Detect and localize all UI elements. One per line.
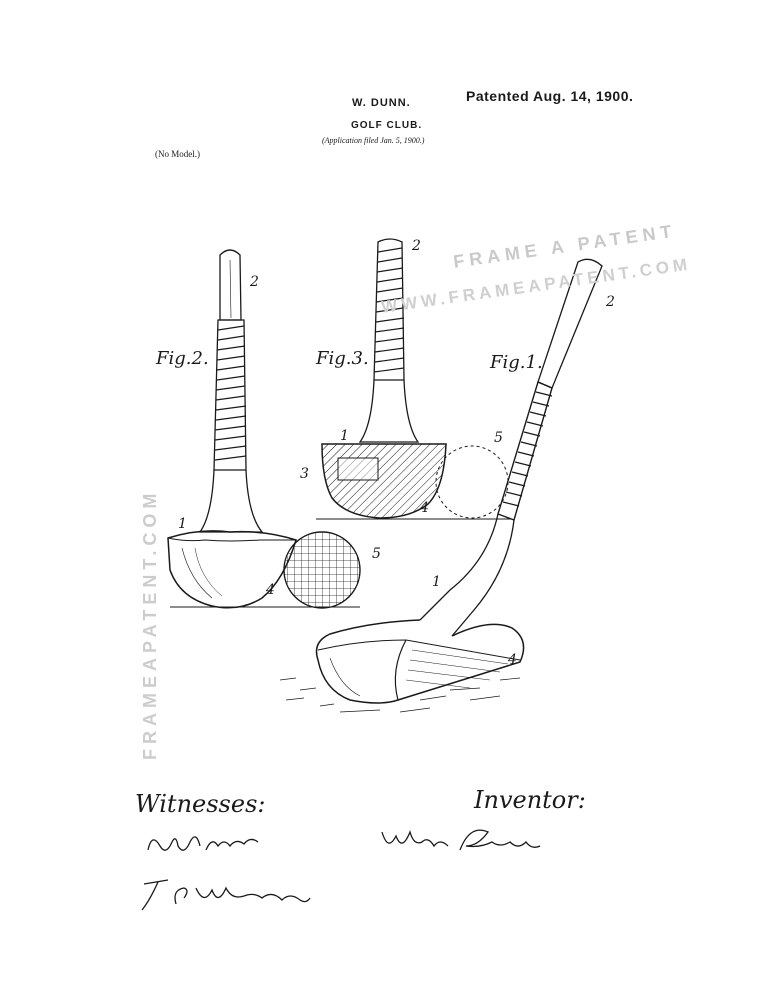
ref-2-fig1: 2 — [605, 294, 615, 310]
witness-signature-1 — [147, 836, 259, 851]
fig-3-label: Fig.3. — [315, 348, 369, 369]
ref-5-fig2: 5 — [372, 546, 381, 562]
ref-3-fig3: 3 — [300, 466, 309, 482]
application-date: (Application filed Jan. 5, 1900.) — [322, 136, 425, 145]
witnesses-label: Witnesses: — [135, 790, 266, 818]
fig-1-label: Fig.1. — [489, 352, 543, 373]
ref-2-fig2: 2 — [249, 274, 259, 290]
fig-2-label: Fig.2. — [155, 348, 209, 369]
ref-2-fig3: 2 — [411, 238, 421, 254]
witness-signature-2 — [141, 879, 311, 911]
ref-1-fig1: 1 — [432, 574, 441, 590]
ref-5-fig3: 5 — [494, 430, 503, 446]
inventor-name: W. DUNN. — [352, 97, 411, 109]
ref-4-fig2: 4 — [265, 582, 275, 598]
patent-title: GOLF CLUB. — [351, 120, 423, 131]
figure-3 — [316, 238, 512, 520]
watermark-vertical: FRAMEAPATENT.COM — [140, 488, 160, 760]
ref-4-fig1: 4 — [507, 652, 517, 668]
ref-4-fig3: 4 — [419, 500, 429, 516]
inventor-signature — [381, 829, 541, 851]
figure-1 — [279, 258, 603, 713]
figure-2 — [167, 249, 361, 609]
no-model-note: (No Model.) — [155, 149, 200, 159]
ref-1-fig2: 1 — [178, 516, 187, 532]
ref-1-fig3: 1 — [340, 428, 349, 444]
inventor-label: Inventor: — [474, 786, 586, 814]
patented-date: Patented Aug. 14, 1900. — [466, 88, 634, 104]
